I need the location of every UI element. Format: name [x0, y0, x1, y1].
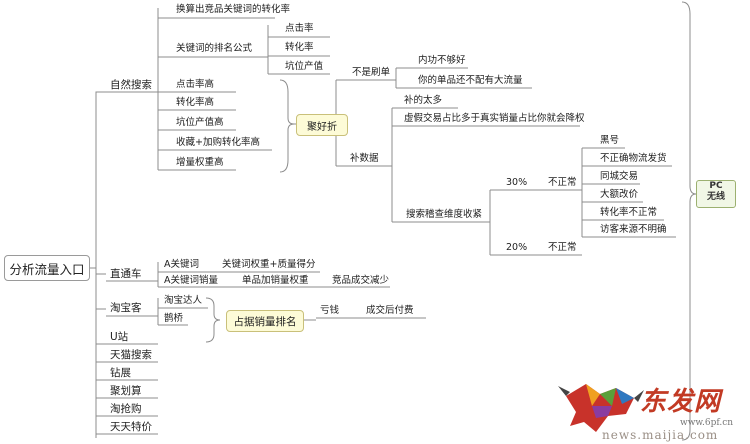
- ztc-label[interactable]: 直通车: [110, 268, 142, 280]
- taoke-item-2[interactable]: 鹊桥: [164, 313, 184, 324]
- mobile-label: 无线: [706, 192, 725, 202]
- watermark-url-2: news.maijia.com: [602, 428, 719, 442]
- percent-30[interactable]: 30%: [506, 177, 528, 188]
- natural-item-1[interactable]: 换算出竞品关键词的转化率: [176, 4, 291, 15]
- natural-item-5[interactable]: 坑位产值高: [176, 117, 224, 128]
- reason-5[interactable]: 转化率不正常: [600, 207, 658, 218]
- occupy-end[interactable]: 成交后付费: [366, 305, 414, 316]
- occupy-node[interactable]: 占据销量排名: [226, 310, 304, 332]
- reason-2[interactable]: 不正确物流发货: [600, 153, 667, 164]
- formula-item-2[interactable]: 转化率: [285, 42, 314, 53]
- other-1[interactable]: U站: [110, 331, 129, 343]
- other-2[interactable]: 天猫搜索: [110, 349, 152, 361]
- natural-item-2[interactable]: 关键词的排名公式: [176, 43, 253, 54]
- reason-6[interactable]: 访客来源不明确: [600, 224, 667, 235]
- natural-item-7[interactable]: 增量权重高: [176, 157, 224, 168]
- ztc-row1-b[interactable]: 关键词权重+质量得分: [222, 259, 316, 270]
- natural-item-3[interactable]: 点击率高: [176, 79, 215, 90]
- other-5[interactable]: 淘抢购: [110, 403, 142, 415]
- watermark-logo: 东发网: [640, 387, 722, 417]
- pinhaozhe-node[interactable]: 聚好折: [296, 114, 348, 136]
- supplement-label[interactable]: 补数据: [350, 153, 379, 164]
- pc-label: PC: [709, 181, 723, 191]
- reason-3[interactable]: 同城交易: [600, 171, 639, 182]
- ztc-row2-c[interactable]: 竞品成交减少: [332, 275, 390, 286]
- pc-node[interactable]: PC 无线: [696, 180, 736, 208]
- natural-search-label[interactable]: 自然搜索: [110, 79, 152, 91]
- supplement-item-2[interactable]: 虚假交易占比多于真实销量占比你就会降权: [404, 113, 585, 124]
- bull-logo-icon: [558, 384, 644, 432]
- other-6[interactable]: 天天特价: [110, 421, 152, 433]
- ztc-row2-b[interactable]: 单品加销量权重: [242, 275, 309, 286]
- reason-4[interactable]: 大额改价: [600, 189, 639, 200]
- formula-item-1[interactable]: 点击率: [285, 23, 314, 34]
- percent-20[interactable]: 20%: [506, 242, 528, 253]
- formula-item-3[interactable]: 坑位产值: [285, 61, 324, 72]
- other-4[interactable]: 聚划算: [110, 385, 142, 397]
- ztc-row2-a[interactable]: A关键词销量: [164, 275, 218, 286]
- other-3[interactable]: 钻展: [110, 367, 131, 379]
- root-node[interactable]: 分析流量入口: [4, 255, 90, 281]
- supplement-item-1[interactable]: 补的太多: [404, 95, 443, 106]
- natural-item-6[interactable]: 收藏+加购转化率高: [176, 137, 260, 148]
- taoke-item-1[interactable]: 淘宝达人: [164, 295, 203, 306]
- ztc-row1-a[interactable]: A关键词: [164, 259, 199, 270]
- not-brush-item-2[interactable]: 你的单品还不配有大流量: [418, 75, 523, 86]
- reason-1[interactable]: 黑号: [600, 135, 620, 146]
- natural-item-4[interactable]: 转化率高: [176, 97, 215, 108]
- not-brush-label[interactable]: 不是刷单: [352, 67, 391, 78]
- taoke-label[interactable]: 淘宝客: [110, 302, 142, 314]
- inspect-label[interactable]: 搜索稽查维度收紧: [406, 209, 483, 220]
- occupy-next[interactable]: 亏钱: [320, 305, 340, 316]
- abnormal-30[interactable]: 不正常: [548, 177, 577, 188]
- not-brush-item-1[interactable]: 内功不够好: [418, 55, 466, 66]
- abnormal-20[interactable]: 不正常: [548, 242, 577, 253]
- watermark-url-1: www.6pf.cn: [680, 418, 734, 428]
